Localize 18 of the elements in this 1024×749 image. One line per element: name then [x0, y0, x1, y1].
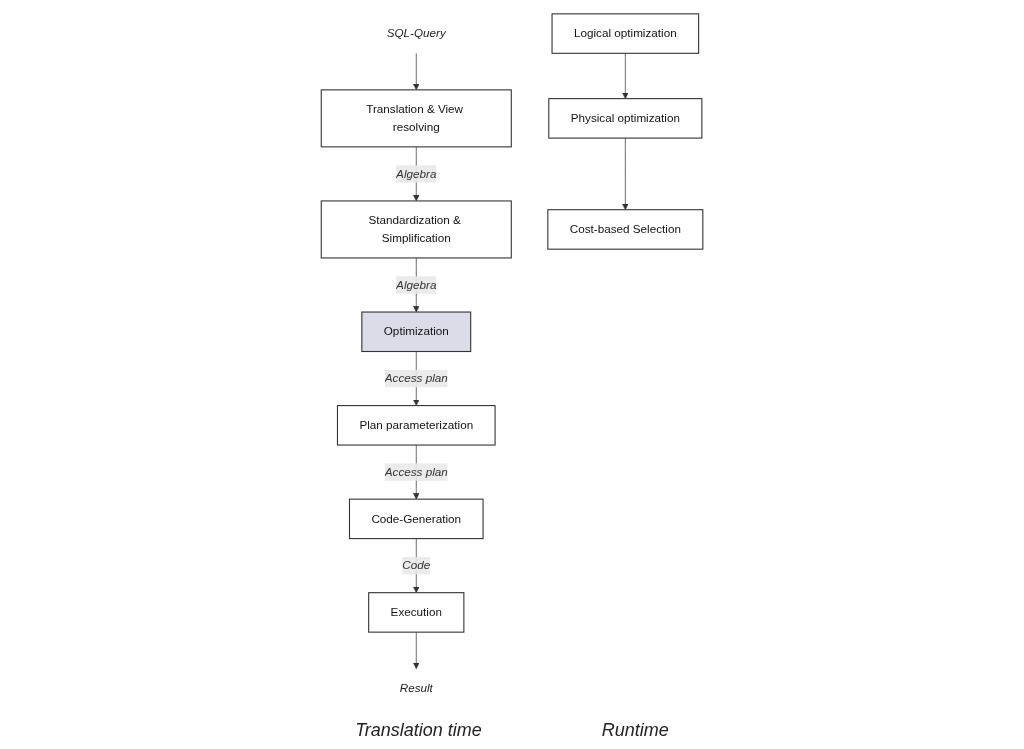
phase-label: Translation time	[355, 720, 482, 741]
node-text: Result	[399, 681, 433, 695]
node-box: Standardization & Simplification	[320, 200, 512, 259]
node-box: Physical optimization	[548, 98, 703, 139]
phase-label: Runtime	[601, 720, 669, 741]
node-box: Plan parameterization	[336, 405, 496, 446]
node-box: Logical optimization	[551, 13, 700, 54]
edge-label: Algebra	[396, 278, 437, 291]
node-text: SQL-Query	[386, 27, 446, 40]
edge-label: Access plan	[384, 371, 448, 385]
node-box: Cost-based Selection	[547, 209, 704, 250]
node-box: Execution	[368, 592, 465, 633]
edge-label: Code	[402, 559, 431, 572]
node-box: Translation & View resolving	[320, 89, 512, 148]
edge-label: Access plan	[384, 465, 448, 478]
node-box: Optimization	[361, 311, 472, 353]
edge-label: Algebra	[396, 167, 437, 180]
node-box: Code-Generation	[348, 498, 484, 540]
